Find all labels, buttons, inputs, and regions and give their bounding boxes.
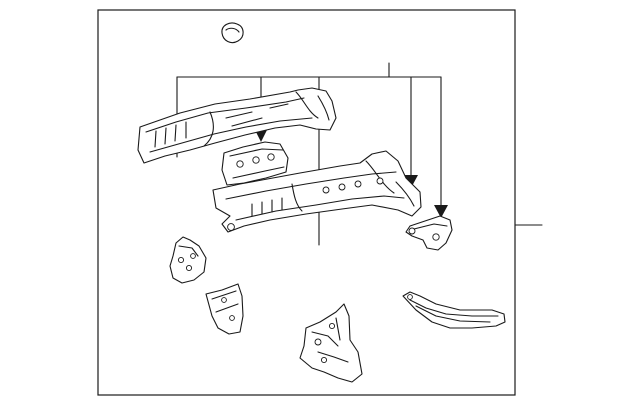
- lower-side-member-part: [212, 150, 422, 233]
- diagram-frame: [97, 9, 516, 396]
- mount-arm-part: [405, 215, 453, 251]
- center-bracket-part: [221, 141, 289, 186]
- callout-arrow: [404, 175, 418, 188]
- lower-rail-part: [402, 291, 506, 329]
- left-bracket-part: [169, 236, 207, 284]
- callout-arrow: [255, 130, 267, 142]
- gusset-plate-part: [205, 283, 244, 335]
- upper-side-member-part: [137, 87, 337, 164]
- callout-arrow: [434, 205, 448, 218]
- bottom-bracket-part: [299, 303, 363, 383]
- plug-part: [221, 22, 244, 44]
